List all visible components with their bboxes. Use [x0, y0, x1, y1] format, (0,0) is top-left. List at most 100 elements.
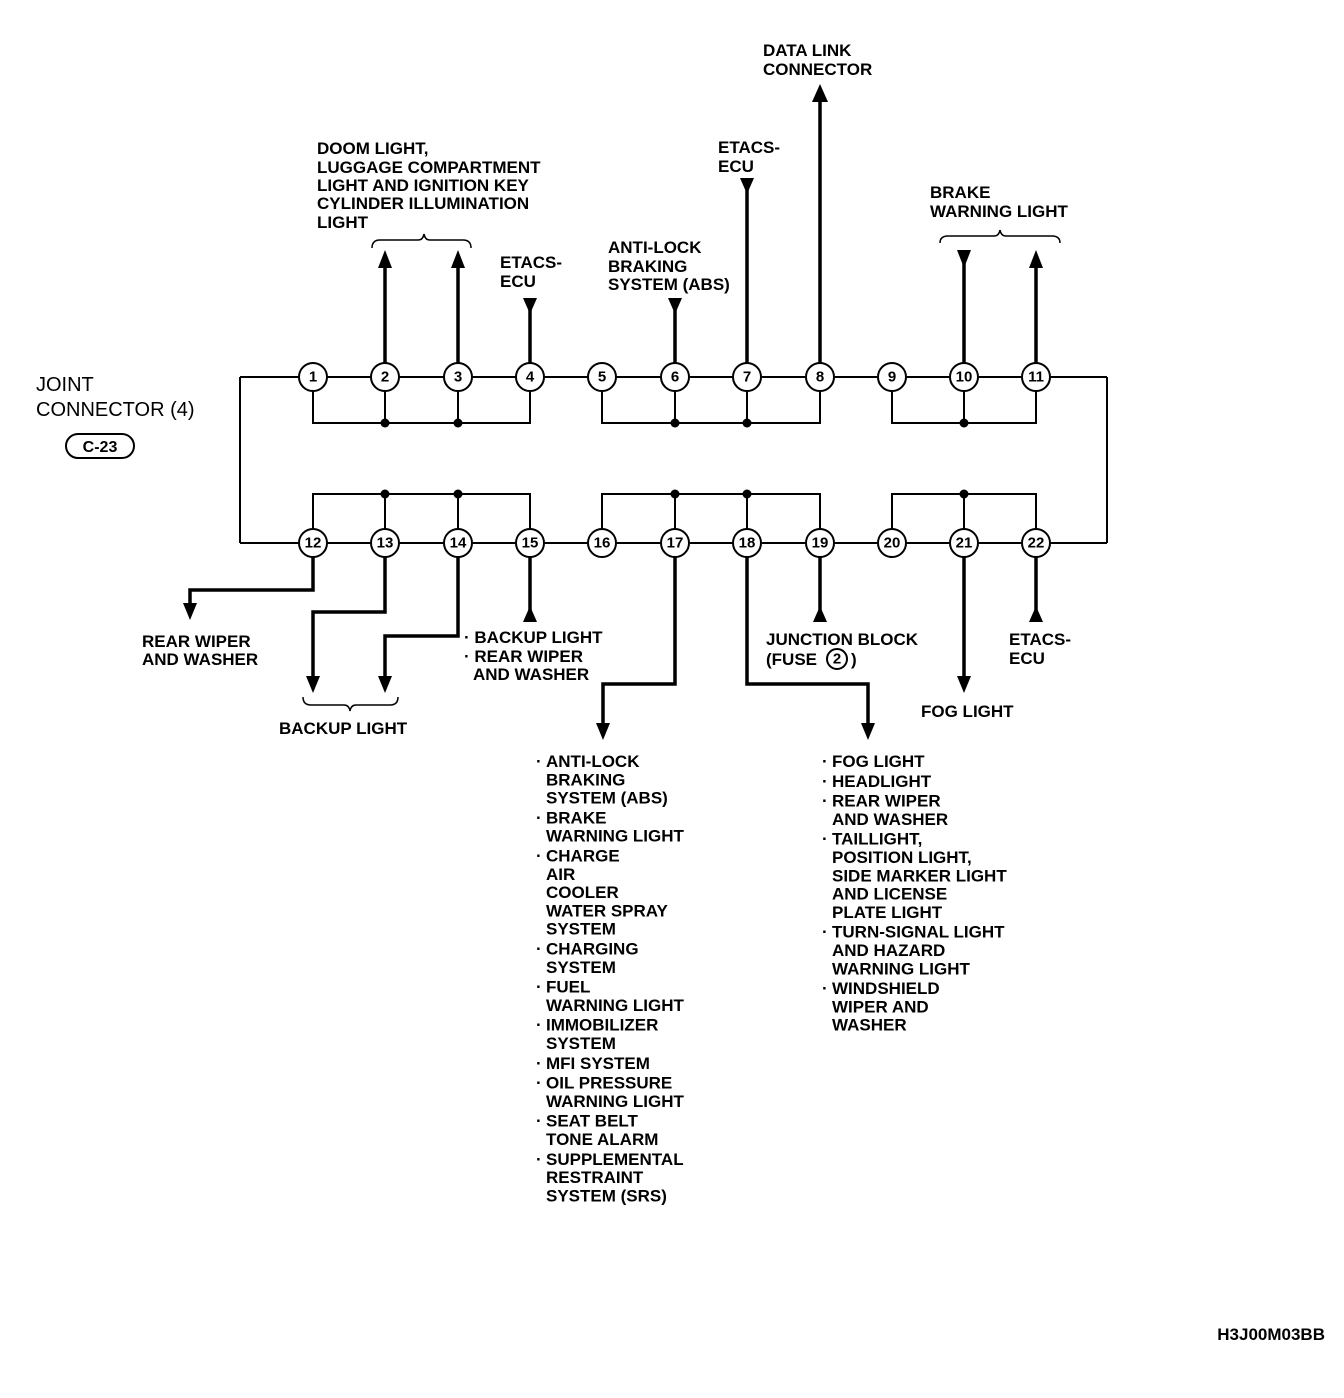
list-bullet: · — [536, 1054, 542, 1073]
list-item-line: COOLER — [546, 883, 619, 902]
pins-bottom: 12 13 14 15 16 17 18 19 20 21 22 — [298, 528, 1051, 558]
svg-text:· REAR WIPER: · REAR WIPER — [464, 647, 583, 666]
fuse-number-circle — [826, 648, 848, 670]
bottom-external-wires — [183, 543, 1043, 740]
pin-14: 14 — [443, 528, 473, 558]
braces — [302, 229, 1061, 712]
figure-code: H3J00M03BB — [1217, 1325, 1325, 1344]
pin-19: 19 — [805, 528, 835, 558]
svg-text:BRAKING: BRAKING — [608, 257, 687, 276]
arrow-down-icon — [668, 298, 682, 314]
svg-text:ANTI-LOCK: ANTI-LOCK — [608, 238, 702, 257]
pin-3: 3 — [443, 362, 473, 392]
list-item-line: HEADLIGHT — [832, 772, 932, 791]
connector-title: JOINT CONNECTOR (4) C-23 — [36, 374, 195, 459]
svg-text:ETACS-: ETACS- — [1009, 630, 1071, 649]
list-item-line: WARNING LIGHT — [546, 1092, 684, 1111]
list-item-line: SIDE MARKER LIGHT — [832, 866, 1007, 885]
pin-13: 13 — [370, 528, 400, 558]
svg-text:): ) — [851, 650, 857, 669]
connector-title-line2: CONNECTOR (4) — [36, 399, 195, 421]
list-item-line: REAR WIPER — [832, 792, 941, 811]
list-item-line: RESTRAINT — [546, 1168, 644, 1187]
list-item-line: AND WASHER — [832, 810, 948, 829]
svg-text:REAR WIPER: REAR WIPER — [142, 632, 251, 651]
list-item-line: WARNING LIGHT — [546, 996, 684, 1015]
pin-label: 4 — [526, 369, 535, 386]
pin-label: 6 — [671, 369, 679, 386]
svg-text:BRAKE: BRAKE — [930, 183, 990, 202]
pin-7: 7 — [732, 362, 762, 392]
brace-brake — [939, 229, 1061, 244]
label-etacs-pin4: ETACS- ECU — [500, 253, 562, 291]
pin-label: 21 — [956, 535, 973, 552]
label-backup-rear: · BACKUP LIGHT · REAR WIPER AND WASHER — [464, 628, 603, 684]
label-etacs-pin22: ETACS- ECU — [1009, 630, 1071, 668]
pin-label: 3 — [454, 369, 462, 386]
pin-15: 15 — [515, 528, 545, 558]
arrow-up-icon — [523, 606, 537, 622]
pin-8: 8 — [805, 362, 835, 392]
svg-text:DATA LINK: DATA LINK — [763, 41, 852, 60]
svg-text:CONNECTOR: CONNECTOR — [763, 60, 872, 79]
pin-label: 11 — [1028, 369, 1044, 386]
list-item-line: FOG LIGHT — [832, 752, 925, 771]
svg-text:ECU: ECU — [500, 272, 536, 291]
pin-18: 18 — [732, 528, 762, 558]
svg-text:ETACS-: ETACS- — [500, 253, 562, 272]
pin-label: 18 — [739, 535, 756, 552]
arrow-up-icon — [1029, 250, 1043, 268]
pin-label: 8 — [816, 369, 824, 386]
arrow-down-icon — [183, 603, 197, 620]
svg-text:· BACKUP LIGHT: · BACKUP LIGHT — [464, 628, 603, 647]
pin-label: 7 — [743, 369, 751, 386]
arrow-down-icon — [740, 178, 754, 194]
pins-top: 1 2 3 4 5 6 7 8 9 10 11 — [298, 362, 1051, 392]
list-item-line: TURN-SIGNAL LIGHT — [832, 923, 1005, 942]
list-bullet: · — [822, 923, 828, 942]
pin-4: 4 — [515, 362, 545, 392]
pin-label: 13 — [377, 535, 394, 552]
pin-12: 12 — [298, 528, 328, 558]
arrow-up-icon — [812, 84, 828, 102]
list-bullet: · — [822, 830, 828, 849]
svg-text:ECU: ECU — [718, 157, 754, 176]
svg-text:ECU: ECU — [1009, 649, 1045, 668]
list-item-line: MFI SYSTEM — [546, 1054, 650, 1073]
list-item-line: FUEL — [546, 978, 590, 997]
main-bus — [239, 376, 1108, 544]
list-bullet: · — [536, 940, 542, 959]
arrow-down-icon — [957, 676, 971, 693]
label-dome-light: DOOM LIGHT, LUGGAGE COMPARTMENT LIGHT AN… — [317, 139, 541, 232]
list-item-line: WASHER — [832, 1016, 907, 1035]
svg-text:AND WASHER: AND WASHER — [473, 665, 589, 684]
arrow-up-icon — [451, 250, 465, 268]
arrow-down-icon — [523, 298, 537, 314]
pin-22: 22 — [1021, 528, 1051, 558]
pin-label: 5 — [598, 369, 606, 386]
brace-dome — [371, 233, 472, 249]
svg-text:SYSTEM (ABS): SYSTEM (ABS) — [608, 275, 730, 294]
svg-text:DOOM LIGHT,: DOOM LIGHT, — [317, 139, 428, 158]
svg-text:(FUSE: (FUSE — [766, 650, 817, 669]
pin-label: 14 — [450, 535, 467, 552]
list-item-line: OIL PRESSURE — [546, 1074, 672, 1093]
label-data-link: DATA LINK CONNECTOR — [763, 41, 872, 79]
pin-label: 1 — [309, 369, 317, 386]
list-item-line: BRAKE — [546, 808, 606, 827]
list-item-line: AND HAZARD — [832, 941, 945, 960]
arrow-down-icon — [378, 676, 392, 693]
list-item-line: SYSTEM (ABS) — [546, 789, 668, 808]
list-item-line: ANTI-LOCK — [546, 752, 640, 771]
pin-label: 17 — [667, 535, 684, 552]
pin-label: 20 — [884, 535, 901, 552]
list-bullet: · — [822, 752, 828, 771]
list-item-line: WINDSHIELD — [832, 979, 940, 998]
list-item-line: CHARGE — [546, 847, 620, 866]
connector-code-badge — [65, 433, 135, 459]
label-brake-warning: BRAKE WARNING LIGHT — [930, 183, 1068, 221]
list-item-line: SYSTEM — [546, 920, 616, 939]
